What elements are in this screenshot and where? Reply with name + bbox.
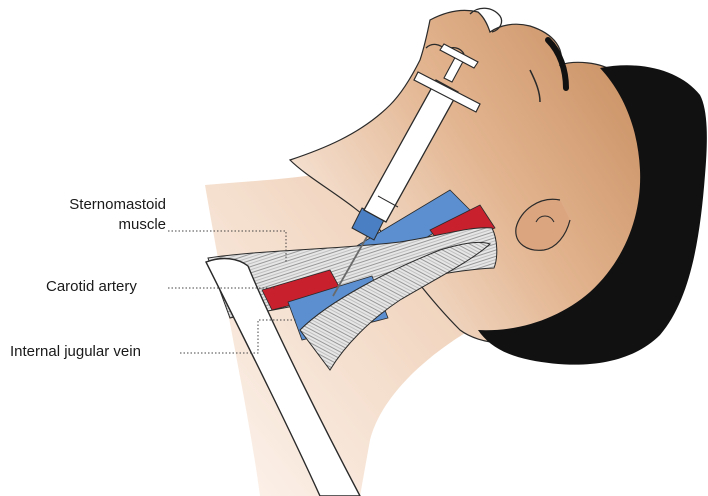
- label-sternomastoid-line2: muscle: [28, 216, 166, 234]
- label-sternomastoid-line1: Sternomastoid: [28, 196, 166, 214]
- label-carotid-artery: Carotid artery: [46, 278, 137, 296]
- label-internal-jugular-vein: Internal jugular vein: [10, 343, 141, 361]
